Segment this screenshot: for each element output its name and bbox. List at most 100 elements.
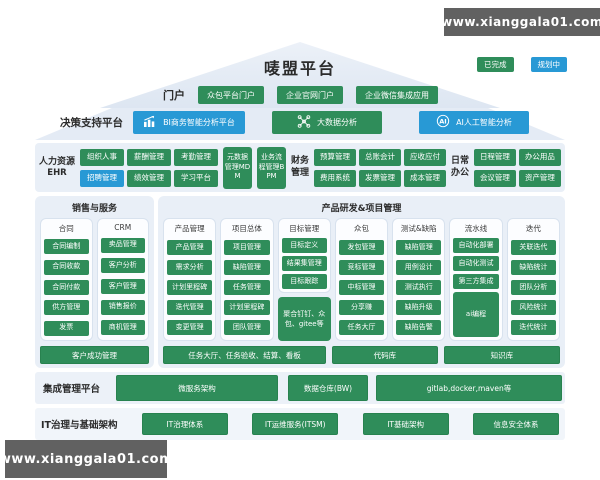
finance-module-chip[interactable]: 应收应付 <box>403 148 446 166</box>
contract-modules: 合同编制合同收款合同付款供方管理发票 <box>44 238 89 337</box>
crm-module-chip[interactable]: 卖品管理 <box>100 237 145 253</box>
crowdsourcing-module-chip[interactable]: 任务大厅 <box>338 320 385 335</box>
decision-support-label: 决策支持平台 <box>60 116 123 129</box>
network-icon <box>297 114 311 130</box>
ai-icon: AI <box>436 114 450 130</box>
it-infrastructure-bar[interactable]: IT基础架构 <box>362 413 449 435</box>
pipeline-module-chip[interactable]: 第三方集成 <box>453 274 499 289</box>
watermark-bottom: www.xianggala01.com <box>0 440 173 478</box>
crowdsourcing-module-chip[interactable]: 分享赚 <box>338 300 385 315</box>
daily-module-chip[interactable]: 办公用品 <box>518 148 561 166</box>
integration-platform-row: 集成管理平台 微服务架构 数据仓库(BW) gitlab,docker,mave… <box>35 372 565 404</box>
product-rd-title: 产品研发&项目管理 <box>321 204 402 214</box>
project-module-chip[interactable]: 团队管理 <box>224 320 270 335</box>
customer-success-bar[interactable]: 客户成功管理 <box>40 346 149 364</box>
bigdata-analysis-button[interactable]: 大数据分析 <box>272 110 382 134</box>
contract-module-chip[interactable]: 合同付款 <box>44 279 89 295</box>
portal-website-button[interactable]: 企业官网门户 <box>277 86 343 104</box>
finance-module-chip[interactable]: 成本管理 <box>403 169 446 187</box>
product-rd-panel: 产品研发&项目管理 产品管理 产品管理需求分析计划里程碑迭代管理变更管理 项目总… <box>158 196 565 368</box>
test-module-chip[interactable]: 缺陷告警 <box>396 320 442 335</box>
daily-module-chip[interactable]: 会议管理 <box>473 169 516 187</box>
crm-module-chip[interactable]: 客户管理 <box>100 278 145 294</box>
code-repo-bar[interactable]: 代码库 <box>331 346 438 364</box>
product-module-chip[interactable]: 计划里程碑 <box>167 280 213 295</box>
iteration-modules: 关联迭代缺陷统计团队分析风险统计迭代统计 <box>510 238 556 337</box>
project-module-chip[interactable]: 计划里程碑 <box>224 300 270 315</box>
pipeline-module-chip[interactable]: 自动化测试 <box>453 256 499 271</box>
project-overall-modules: 项目管理缺陷管理任务管理计划里程碑团队管理 <box>224 238 270 337</box>
project-module-chip[interactable]: 项目管理 <box>224 240 270 255</box>
goal-mgmt-modules: 目标定义结果集管理目标跟踪 <box>281 238 327 289</box>
knowledge-base-bar[interactable]: 知识库 <box>443 346 560 364</box>
sales-service-title: 销售与服务 <box>71 204 117 214</box>
hr-module-chip[interactable]: 考勤管理 <box>174 148 218 166</box>
crm-module-chip[interactable]: 客户分析 <box>100 258 145 274</box>
hr-module-chip[interactable]: 薪酬管理 <box>127 148 171 166</box>
it-governance-row: IT治理与基础架构 IT治理体系 IT运维服务(ITSM) IT基础架构 信息安… <box>35 408 565 440</box>
contract-module-chip[interactable]: 合同编制 <box>44 239 89 255</box>
crm-module-chip[interactable]: 销售报价 <box>100 299 145 315</box>
project-overall-header: 项目总体 <box>231 224 262 233</box>
finance-module-chip[interactable]: 预算管理 <box>313 148 356 166</box>
contract-module-chip[interactable]: 合同收款 <box>44 259 89 275</box>
iteration-module-chip[interactable]: 关联迭代 <box>510 240 556 255</box>
it-itsm-bar[interactable]: IT运维服务(ITSM) <box>252 413 339 435</box>
portal-wechat-button[interactable]: 企业微信集成应用 <box>356 86 438 104</box>
product-module-chip[interactable]: 产品管理 <box>167 240 213 255</box>
crm-module-chip[interactable]: 商机管理 <box>100 320 145 336</box>
finance-module-chip[interactable]: 总账会计 <box>358 148 401 166</box>
crowdsourcing-module-chip[interactable]: 发包管理 <box>338 240 385 255</box>
aggregation-box[interactable]: 聚合钉钉、众包、gitee等 <box>277 297 331 341</box>
iteration-module-chip[interactable]: 团队分析 <box>510 280 556 295</box>
goal-module-chip[interactable]: 结果集管理 <box>281 256 327 271</box>
bpm-module[interactable]: 业务流程管理BPM <box>256 146 286 189</box>
project-module-chip[interactable]: 缺陷管理 <box>224 260 270 275</box>
hr-module-chip[interactable]: 招聘管理 <box>80 169 124 187</box>
task-hall-bar[interactable]: 任务大厅、任务验收、结算、看板 <box>163 346 326 364</box>
ai-analysis-button[interactable]: AI AI人工智能分析 <box>419 110 529 134</box>
microservice-bar[interactable]: 微服务架构 <box>116 375 278 401</box>
project-overall-column: 项目总体 项目管理缺陷管理任务管理计划里程碑团队管理 <box>220 218 274 341</box>
data-warehouse-bar[interactable]: 数据仓库(BW) <box>288 375 368 401</box>
goal-module-chip[interactable]: 目标定义 <box>281 238 327 253</box>
contract-module-chip[interactable]: 供方管理 <box>44 300 89 316</box>
project-module-chip[interactable]: 任务管理 <box>224 280 270 295</box>
legend-completed: 已完成 <box>477 57 514 72</box>
hr-module-chip[interactable]: 学习平台 <box>174 169 218 187</box>
daily-module-chip[interactable]: 日程管理 <box>473 148 516 166</box>
finance-module-chip[interactable]: 发票管理 <box>358 169 401 187</box>
ai-analysis-label: AI人工智能分析 <box>456 117 512 127</box>
crowdsourcing-module-chip[interactable]: 竞标管理 <box>338 260 385 275</box>
bi-analysis-button[interactable]: BI商务智能分析平台 <box>133 110 245 134</box>
iteration-module-chip[interactable]: 迭代统计 <box>510 320 556 335</box>
portal-crowdsourcing-button[interactable]: 众包平台门户 <box>198 86 264 104</box>
finance-module-chip[interactable]: 费用系统 <box>313 169 356 187</box>
test-module-chip[interactable]: 缺陷升级 <box>396 300 442 315</box>
pipeline-module-chip[interactable]: ai编程 <box>453 292 499 337</box>
product-module-chip[interactable]: 迭代管理 <box>167 300 213 315</box>
product-module-chip[interactable]: 需求分析 <box>167 260 213 275</box>
crm-modules: 卖品管理客户分析客户管理销售报价商机管理 <box>100 236 145 337</box>
back-office-band: 人力资源 EHR 组织人事薪酬管理考勤管理招聘管理绩效管理学习平台 元数据管理M… <box>35 143 565 192</box>
devops-tools-bar[interactable]: gitlab,docker,maven等 <box>376 375 562 401</box>
hr-module-chip[interactable]: 组织人事 <box>80 148 124 166</box>
goal-module-chip[interactable]: 目标跟踪 <box>281 274 327 289</box>
mdm-module[interactable]: 元数据管理MDM <box>222 146 252 189</box>
crowdsourcing-module-chip[interactable]: 中标管理 <box>338 280 385 295</box>
daily-module-chip[interactable]: 资产管理 <box>518 169 561 187</box>
legend: 已完成 规划中 <box>477 57 567 72</box>
iteration-module-chip[interactable]: 缺陷统计 <box>510 260 556 275</box>
test-module-chip[interactable]: 缺陷管理 <box>396 240 442 255</box>
test-module-chip[interactable]: 测试执行 <box>396 280 442 295</box>
page-title: 唛盟平台 <box>263 59 336 78</box>
iteration-module-chip[interactable]: 风险统计 <box>510 300 556 315</box>
product-module-chip[interactable]: 变更管理 <box>167 320 213 335</box>
it-governance-label: IT治理与基础架构 <box>41 420 118 431</box>
pipeline-module-chip[interactable]: 自动化部署 <box>453 238 499 253</box>
hr-module-chip[interactable]: 绩效管理 <box>127 169 171 187</box>
contract-module-chip[interactable]: 发票 <box>44 320 89 336</box>
info-security-bar[interactable]: 信息安全体系 <box>472 413 559 435</box>
it-governance-system-bar[interactable]: IT治理体系 <box>141 413 228 435</box>
test-module-chip[interactable]: 用例设计 <box>396 260 442 275</box>
